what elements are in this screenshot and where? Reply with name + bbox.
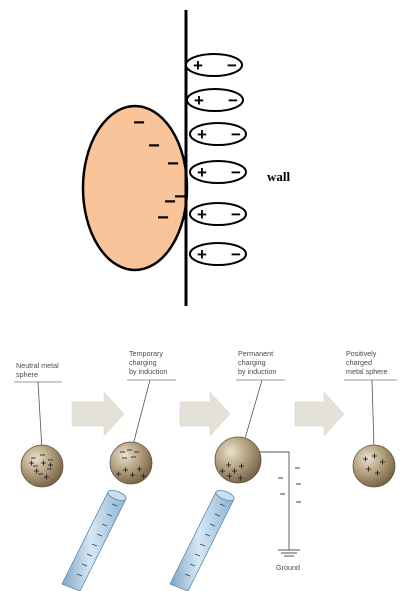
dipole: + − <box>190 203 246 225</box>
stage-label-positive: Positively charged metal sphere <box>344 349 397 380</box>
dipole-negative: − <box>228 91 238 110</box>
stage-label-line: by induction <box>238 367 276 376</box>
stage-label-line: charging <box>129 358 157 367</box>
dipole: + − <box>190 161 246 183</box>
dipole-negative: − <box>231 245 241 264</box>
stage-label-permanent: Permanent charging by induction <box>236 349 285 380</box>
progress-arrow-icon <box>72 392 124 436</box>
stage-label-line: sphere <box>16 370 38 379</box>
dipole-negative: − <box>231 125 241 144</box>
leader-line <box>372 380 374 448</box>
permanent-induction-sphere <box>215 437 261 483</box>
stage-label-line: Temporary <box>129 349 163 358</box>
induction-sequence-diagram: Neutral metal sphere Temporary charging … <box>14 349 397 591</box>
dipole-positive: + <box>197 205 207 224</box>
dipole-positive: + <box>193 56 203 75</box>
dipole-positive: + <box>194 91 204 110</box>
stage-label-temporary: Temporary charging by induction <box>127 349 176 380</box>
leader-line <box>133 380 150 445</box>
dipole-negative: − <box>231 205 241 224</box>
stage-label-line: metal sphere <box>346 367 388 376</box>
positively-charged-sphere <box>353 445 395 487</box>
leader-line <box>244 380 262 442</box>
stage-label-neutral: Neutral metal sphere <box>14 361 62 382</box>
stage-label-line: by induction <box>129 367 167 376</box>
balloon-negative-charge: − <box>148 135 160 157</box>
wall-label: wall <box>267 169 291 184</box>
dipole-positive: + <box>197 245 207 264</box>
temporary-induction-sphere <box>110 442 152 484</box>
charged-rod <box>170 488 235 591</box>
balloon-negative-charge: − <box>157 207 169 229</box>
balloon-wall-diagram: − − − − − − + − + − + − <box>83 10 291 306</box>
dipole: + − <box>186 54 242 76</box>
balloon-negative-charge: − <box>167 153 179 175</box>
ground-label: Ground <box>276 563 300 572</box>
dipole-negative: − <box>231 163 241 182</box>
dipole: + − <box>190 123 246 145</box>
dipole-positive: + <box>197 163 207 182</box>
charged-rod <box>62 488 127 591</box>
dipole-positive: + <box>197 125 207 144</box>
progress-arrow-icon <box>180 392 230 436</box>
stage-label-line: Positively <box>346 349 377 358</box>
stage-label-line: charging <box>238 358 266 367</box>
stage-label-line: charged <box>346 358 372 367</box>
progress-arrow-icon <box>295 392 344 436</box>
stage-label-line: Permanent <box>238 349 273 358</box>
dipole-negative: − <box>227 56 237 75</box>
dipole: + − <box>190 243 246 265</box>
stage-label-line: Neutral metal <box>16 361 59 370</box>
neutral-metal-sphere <box>21 445 63 487</box>
leader-line <box>38 382 42 450</box>
wall-dipoles: + − + − + − + − + − <box>186 54 246 265</box>
dipole: + − <box>187 89 243 111</box>
balloon-negative-charge: − <box>133 112 145 134</box>
ground-connection: Ground <box>259 452 301 572</box>
balloon-negative-charge: − <box>174 186 186 208</box>
